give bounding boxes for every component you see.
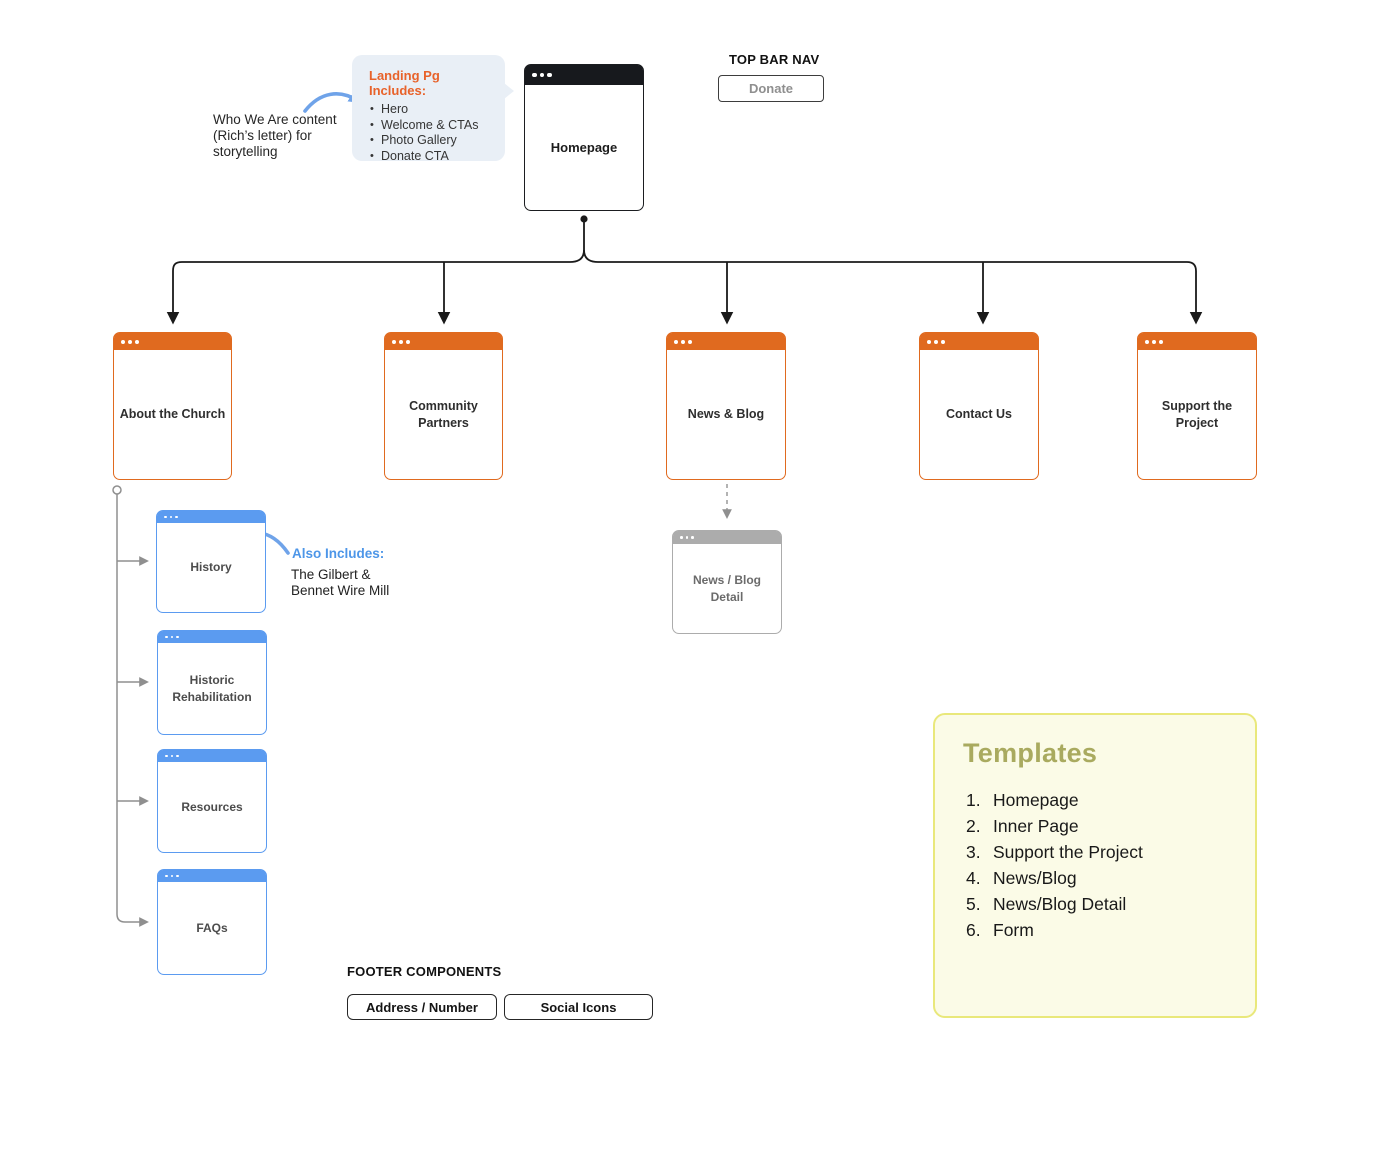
- also-includes-body: The Gilbert & Bennet Wire Mill: [291, 567, 390, 598]
- callout-item: Hero: [369, 102, 495, 118]
- window-dot: [176, 874, 179, 878]
- templates-panel: Templates Homepage Inner Page Support th…: [933, 713, 1257, 1018]
- window-dot: [399, 339, 403, 344]
- window-dot: [128, 339, 132, 344]
- templates-item: Form: [993, 920, 1034, 940]
- node-homepage[interactable]: Homepage: [524, 64, 644, 211]
- callout-item: Welcome & CTAs: [369, 118, 495, 134]
- node-label: Community Partners: [409, 398, 478, 430]
- window-dot: [135, 339, 139, 344]
- window-bar: [157, 511, 265, 523]
- node-label: Support the Project: [1161, 398, 1233, 430]
- window-dot: [691, 536, 694, 539]
- window-dot: [1145, 339, 1149, 344]
- window-dot: [934, 339, 938, 344]
- templates-item: News/Blog Detail: [993, 894, 1127, 914]
- window-dot: [681, 339, 685, 344]
- templates-item: Inner Page: [993, 816, 1079, 836]
- donate-button[interactable]: Donate: [718, 75, 824, 102]
- window-dot: [170, 874, 173, 878]
- templates-list: Homepage Inner Page Support the Project …: [963, 787, 1235, 943]
- node-news-blog[interactable]: News & Blog: [666, 332, 786, 480]
- node-news-blog-detail[interactable]: News / Blog Detail: [672, 530, 782, 634]
- window-dot: [547, 72, 552, 78]
- callout-tail: [504, 83, 514, 99]
- templates-item: Homepage: [993, 790, 1079, 810]
- node-label: News & Blog: [687, 407, 765, 422]
- window-dot: [392, 339, 396, 344]
- templates-item: News/Blog: [993, 868, 1077, 888]
- templates-title: Templates: [963, 738, 1098, 768]
- node-community-partners[interactable]: Community Partners: [384, 332, 503, 480]
- window-dot: [406, 339, 410, 344]
- window-dot: [685, 536, 688, 539]
- callout-item: Photo Gallery: [369, 133, 495, 149]
- window-dot: [927, 339, 931, 344]
- annotation-arrows: [230, 91, 362, 555]
- window-bar: [525, 65, 643, 85]
- window-dot: [674, 339, 678, 344]
- tree-about-connectors: [112, 485, 149, 927]
- window-bar: [158, 750, 266, 762]
- node-label: History: [190, 560, 232, 575]
- window-dot: [532, 72, 537, 78]
- node-support-the-project[interactable]: Support the Project: [1137, 332, 1257, 480]
- window-dot: [176, 635, 179, 639]
- window-dot: [1159, 339, 1163, 344]
- window-dot: [1152, 339, 1156, 344]
- window-dot: [175, 515, 178, 519]
- window-dot: [165, 635, 168, 639]
- node-label: About the Church: [119, 407, 226, 422]
- window-dot: [170, 754, 173, 758]
- window-dot: [941, 339, 945, 344]
- node-label: Historic Rehabilitation: [172, 673, 252, 704]
- top-bar-nav-label: TOP BAR NAV: [729, 52, 820, 67]
- landing-includes-callout: Landing Pg Includes: Hero Welcome & CTAs…: [352, 55, 514, 164]
- node-resources[interactable]: Resources: [157, 749, 267, 853]
- connector-circle: [112, 485, 122, 495]
- window-dot: [164, 515, 167, 519]
- node-history[interactable]: History: [156, 510, 266, 613]
- node-about-the-church[interactable]: About the Church: [113, 332, 232, 480]
- window-dot: [170, 635, 173, 639]
- window-dot: [688, 339, 692, 344]
- callout-list: Hero Welcome & CTAs Photo Gallery Donate…: [369, 102, 495, 164]
- social-icons-button[interactable]: Social Icons: [504, 994, 653, 1020]
- connector-dot: [580, 215, 588, 223]
- window-bar: [158, 631, 266, 643]
- window-bar: [158, 870, 266, 882]
- window-bar: [1138, 333, 1256, 350]
- node-contact-us[interactable]: Contact Us: [919, 332, 1039, 480]
- window-dot: [165, 754, 168, 758]
- window-dot: [539, 72, 544, 78]
- tree-homepage-connectors: [166, 215, 1203, 325]
- window-bar: [385, 333, 502, 350]
- callout-item: Donate CTA: [369, 149, 495, 165]
- node-historic-rehabilitation[interactable]: Historic Rehabilitation: [157, 630, 267, 735]
- window-bar: [667, 333, 785, 350]
- window-dot: [176, 754, 179, 758]
- address-number-button[interactable]: Address / Number: [347, 994, 497, 1020]
- node-faqs[interactable]: FAQs: [157, 869, 267, 975]
- who-we-are-note: Who We Are content (Rich’s letter) for s…: [213, 112, 337, 159]
- node-label: Homepage: [550, 139, 618, 155]
- also-includes-title: Also Includes:: [292, 546, 385, 561]
- node-label: Resources: [181, 799, 243, 814]
- who-we-are-arrow: [303, 91, 362, 113]
- window-bar: [673, 531, 781, 544]
- window-dot: [121, 339, 125, 344]
- window-bar: [114, 333, 231, 350]
- callout-title: Landing Pg Includes:: [369, 68, 440, 98]
- footer-components-label: FOOTER COMPONENTS: [347, 964, 502, 979]
- node-label: News / Blog Detail: [692, 573, 761, 604]
- templates-item: Support the Project: [993, 842, 1143, 862]
- node-label: FAQs: [196, 920, 228, 935]
- node-label: Contact Us: [946, 407, 1012, 422]
- window-dot: [169, 515, 172, 519]
- window-bar: [920, 333, 1038, 350]
- window-dot: [680, 536, 683, 539]
- window-dot: [165, 874, 168, 878]
